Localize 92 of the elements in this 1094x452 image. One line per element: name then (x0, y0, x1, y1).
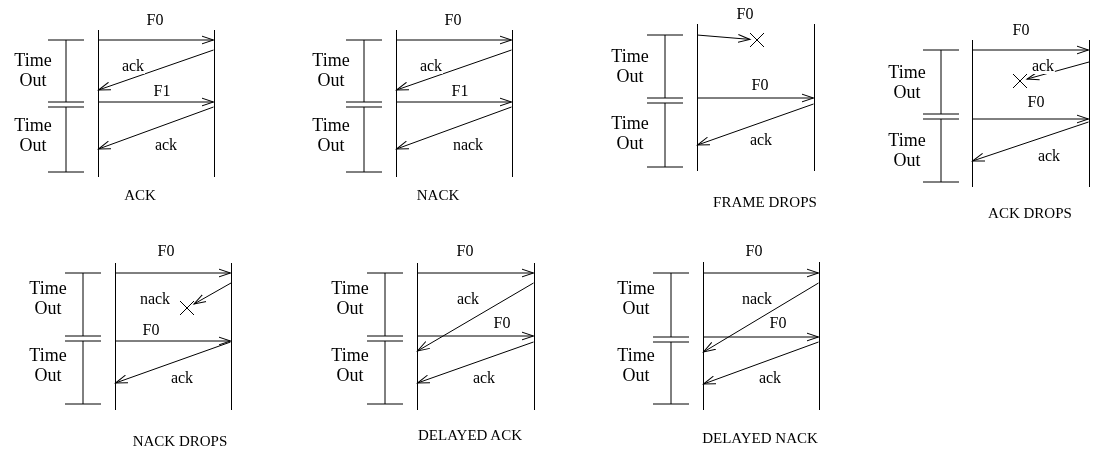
message-arrow (703, 332, 819, 342)
diagram-caption: FRAME DROPS (713, 194, 817, 210)
edge-label: F0 (156, 243, 176, 259)
message-arrow (417, 268, 534, 278)
lifeline (416, 263, 418, 410)
lifeline (818, 262, 820, 410)
loss-cross-icon (750, 33, 764, 47)
diagram-caption: ACK DROPS (988, 205, 1072, 221)
message-arrow (417, 282, 534, 352)
diagram-caption: ACK (124, 187, 156, 203)
lifeline (533, 263, 535, 410)
lifeline (696, 24, 698, 171)
message-arrow (115, 268, 231, 278)
message-arrow (396, 106, 512, 150)
edge-label: F0 (145, 12, 165, 28)
timeout-label: Time Out (311, 50, 351, 90)
message-arrow (696, 33, 751, 43)
timeout-label: Time Out (610, 113, 650, 153)
diagram-caption: DELAYED NACK (702, 430, 818, 446)
edge-label: F0 (141, 322, 161, 338)
message-arrow (115, 336, 231, 346)
edge-label: ack (1036, 148, 1062, 164)
edge-label: F1 (152, 83, 172, 99)
message-arrow (417, 341, 534, 384)
edge-label: F0 (492, 315, 512, 331)
message-arrow (98, 49, 214, 91)
edge-label: ack (418, 58, 444, 74)
lifeline (702, 262, 704, 410)
edge-label: ack (748, 132, 774, 148)
timeout-label: Time Out (28, 345, 68, 385)
message-arrow (1026, 61, 1090, 81)
lifeline (97, 30, 99, 177)
diagram-caption: NACK (416, 187, 460, 203)
edge-label: F0 (1011, 22, 1031, 38)
edge-label: ack (153, 137, 179, 153)
timeout-label: Time Out (887, 130, 927, 170)
message-arrow (417, 331, 534, 341)
timeout-label: Time Out (616, 345, 656, 385)
message-arrow (703, 282, 819, 353)
edge-label: nack (740, 291, 774, 307)
message-arrow (98, 97, 214, 107)
message-arrow (396, 49, 512, 91)
timeout-label: Time Out (13, 50, 53, 90)
diagram-caption: NACK DROPS (132, 433, 228, 449)
lifeline (511, 30, 513, 177)
message-arrow (115, 341, 231, 384)
message-arrow (972, 121, 1089, 162)
edge-label: ack (455, 291, 481, 307)
timeout-label: Time Out (13, 115, 53, 155)
timeout-label: Time Out (610, 46, 650, 86)
message-arrow (396, 97, 512, 107)
edge-label: F0 (1026, 94, 1046, 110)
message-arrow (703, 268, 819, 278)
edge-label: F0 (443, 12, 463, 28)
message-arrow (98, 106, 214, 150)
edge-label: F0 (455, 243, 475, 259)
edge-label: ack (1030, 58, 1056, 74)
lifeline (230, 263, 232, 410)
message-arrow (193, 282, 232, 305)
lifeline (213, 30, 215, 177)
lifeline (971, 40, 973, 187)
message-arrow (703, 341, 819, 385)
timeout-label: Time Out (28, 278, 68, 318)
edge-label: ack (169, 370, 195, 386)
lifeline (813, 24, 815, 171)
message-arrow (396, 35, 512, 45)
edge-label: ack (471, 370, 497, 386)
message-arrow (972, 114, 1089, 124)
lifeline (1088, 40, 1090, 187)
diagram-caption: DELAYED ACK (418, 427, 522, 443)
edge-label: F0 (768, 315, 788, 331)
lifeline (114, 263, 116, 410)
edge-label: F1 (450, 83, 470, 99)
message-arrow (972, 45, 1089, 55)
lifeline (395, 30, 397, 177)
edge-label: F0 (750, 77, 770, 93)
timeout-label: Time Out (616, 278, 656, 318)
timeout-label: Time Out (330, 345, 370, 385)
edge-label: F0 (735, 6, 755, 22)
edge-label: ack (120, 58, 146, 74)
loss-cross-icon (1013, 74, 1027, 88)
edge-label: nack (138, 291, 172, 307)
message-arrow (697, 93, 814, 103)
edge-label: F0 (744, 243, 764, 259)
loss-cross-icon (180, 301, 194, 315)
message-arrow (697, 103, 814, 146)
timeout-label: Time Out (311, 115, 351, 155)
message-arrow (98, 35, 214, 45)
timeout-label: Time Out (887, 62, 927, 102)
edge-label: ack (757, 370, 783, 386)
edge-label: nack (451, 137, 485, 153)
timeout-label: Time Out (330, 278, 370, 318)
